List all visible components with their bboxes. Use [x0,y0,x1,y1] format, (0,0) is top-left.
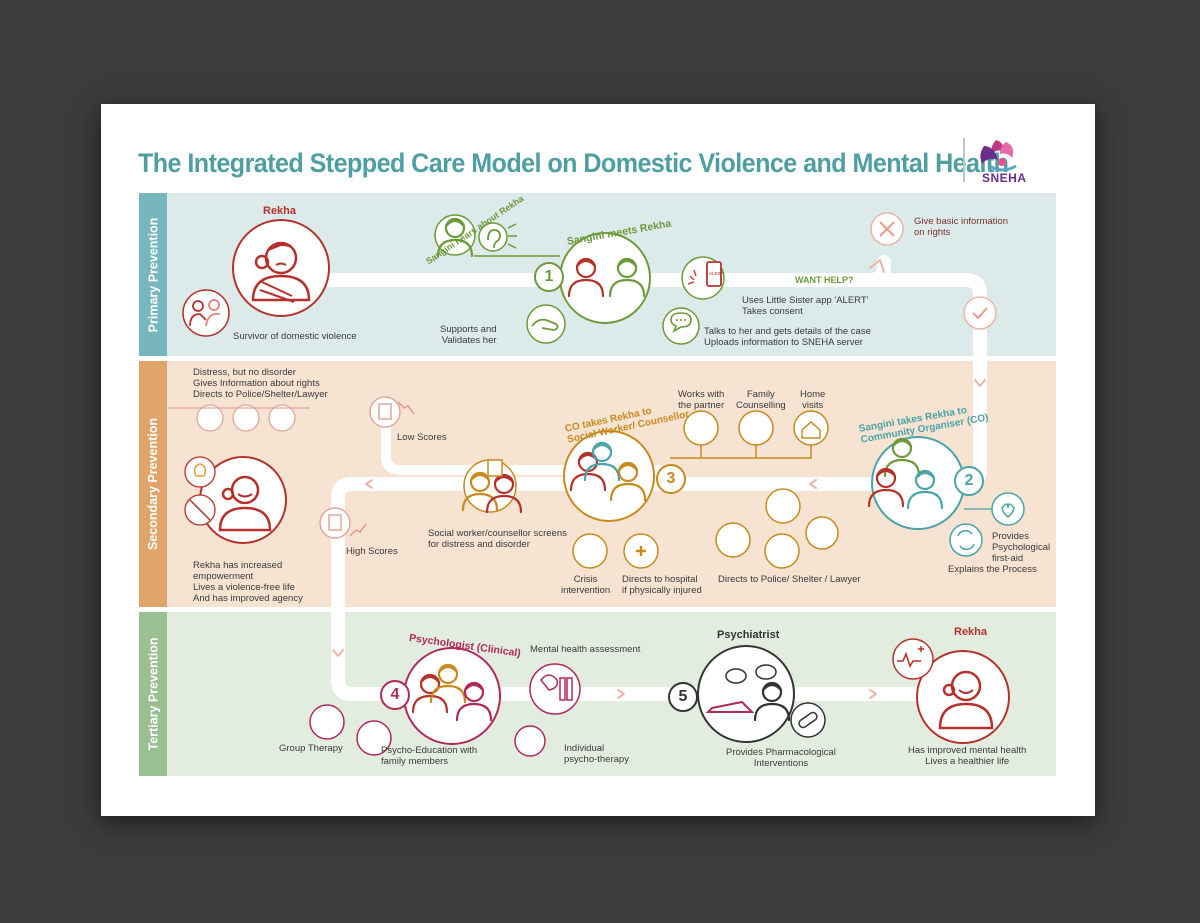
supports-label: Supports and Validates her [440,324,497,346]
counsellor-screens-node [461,459,523,514]
step-5-badge: 5 [668,682,698,712]
high-scores-document-icon [319,507,367,539]
rekha-healthy-node [916,650,1010,744]
chat-node [662,307,700,345]
first-aid-label: Provides Psychological first-aid [992,531,1051,564]
page-title: The Integrated Stepped Care Model on Dom… [138,148,1009,178]
psycho-education-label: Psycho-Education with family members [381,745,478,767]
explains-label: Explains the Process [948,564,1037,575]
partner-family-home-icons [670,410,829,459]
rekha-label-tertiary: Rekha [954,626,988,638]
empowerment-icons [184,456,216,526]
low-scores-document-icon [369,396,415,428]
step-3-badge: 3 [656,464,686,494]
psychiatrist-node [697,645,795,743]
band-tab-secondary: Secondary Prevention [139,361,167,607]
rekha-empowered-node [199,456,287,544]
step-1-badge: 1 [534,262,564,292]
step-4-badge: 4 [380,680,410,710]
works-partner-label: Works with the partner [678,389,725,411]
supports-hand-node [526,304,566,344]
give-info-label: Give basic information on rights [914,216,1008,238]
therapy-icons [309,663,581,757]
family-counselling-label: Family Counselling [736,389,786,411]
rekha-distressed-node [232,219,330,317]
heartbeat-icon [892,638,934,680]
hospital-label: Directs to hospital if physically injure… [622,574,702,596]
screens-label: Social worker/counsellor screens for dis… [428,528,567,550]
crisis-label: Crisis intervention [561,574,611,596]
group-therapy-label: Group Therapy [279,743,343,754]
pills-icon [790,702,826,738]
police-label: Directs to Police/ Shelter / Lawyer [718,574,861,585]
x-circle-icon [870,212,904,246]
distress-label: Distress, but no disorder Gives Informat… [193,367,328,400]
individual-therapy-label: Individual psycho-therapy [564,743,629,765]
logo-text: SNEHA [982,171,1027,185]
violence-scene-icon [182,289,230,337]
want-help-label: WANT HELP? [795,275,854,285]
sneha-logo-icon [980,140,1017,172]
sangini-co-node [867,436,965,530]
counsellor-service-icons [572,488,839,569]
mh-assessment-label: Mental health assessment [530,644,641,655]
home-visits-label: Home visits [800,389,826,411]
rekha-label-primary: Rekha [263,205,297,217]
talks-label: Talks to her and gets details of the cas… [704,326,871,348]
high-scores-label: High Scores [346,546,398,557]
alert-screen-text: ALERT [709,271,724,276]
check-circle-icon [963,296,997,330]
low-scores-label: Low Scores [397,432,447,443]
rekha-empowered-label: Rekha has increased empowerment Lives a … [193,560,303,604]
uses-app-label: Uses Little Sister app 'ALERT' Takes con… [742,295,869,317]
psychiatrist-label: Psychiatrist [717,629,780,641]
band-tab-primary: Primary Prevention [139,193,167,356]
title-divider [963,138,965,182]
co-action-icons [949,492,1025,557]
step-2-badge: 2 [954,466,984,496]
pharma-label: Provides Pharmacological Interventions [726,747,836,769]
psychologist-node [403,647,501,745]
improved-label: Has improved mental health Lives a healt… [908,745,1027,767]
distress-icons [168,404,310,432]
sangini-hears-node [434,214,517,258]
band-tab-tertiary: Tertiary Prevention [139,612,167,776]
co-counsellor-node [563,430,655,522]
phone-alert-node: ALERT [681,256,725,300]
survivor-label: Survivor of domestic violence [233,331,357,342]
